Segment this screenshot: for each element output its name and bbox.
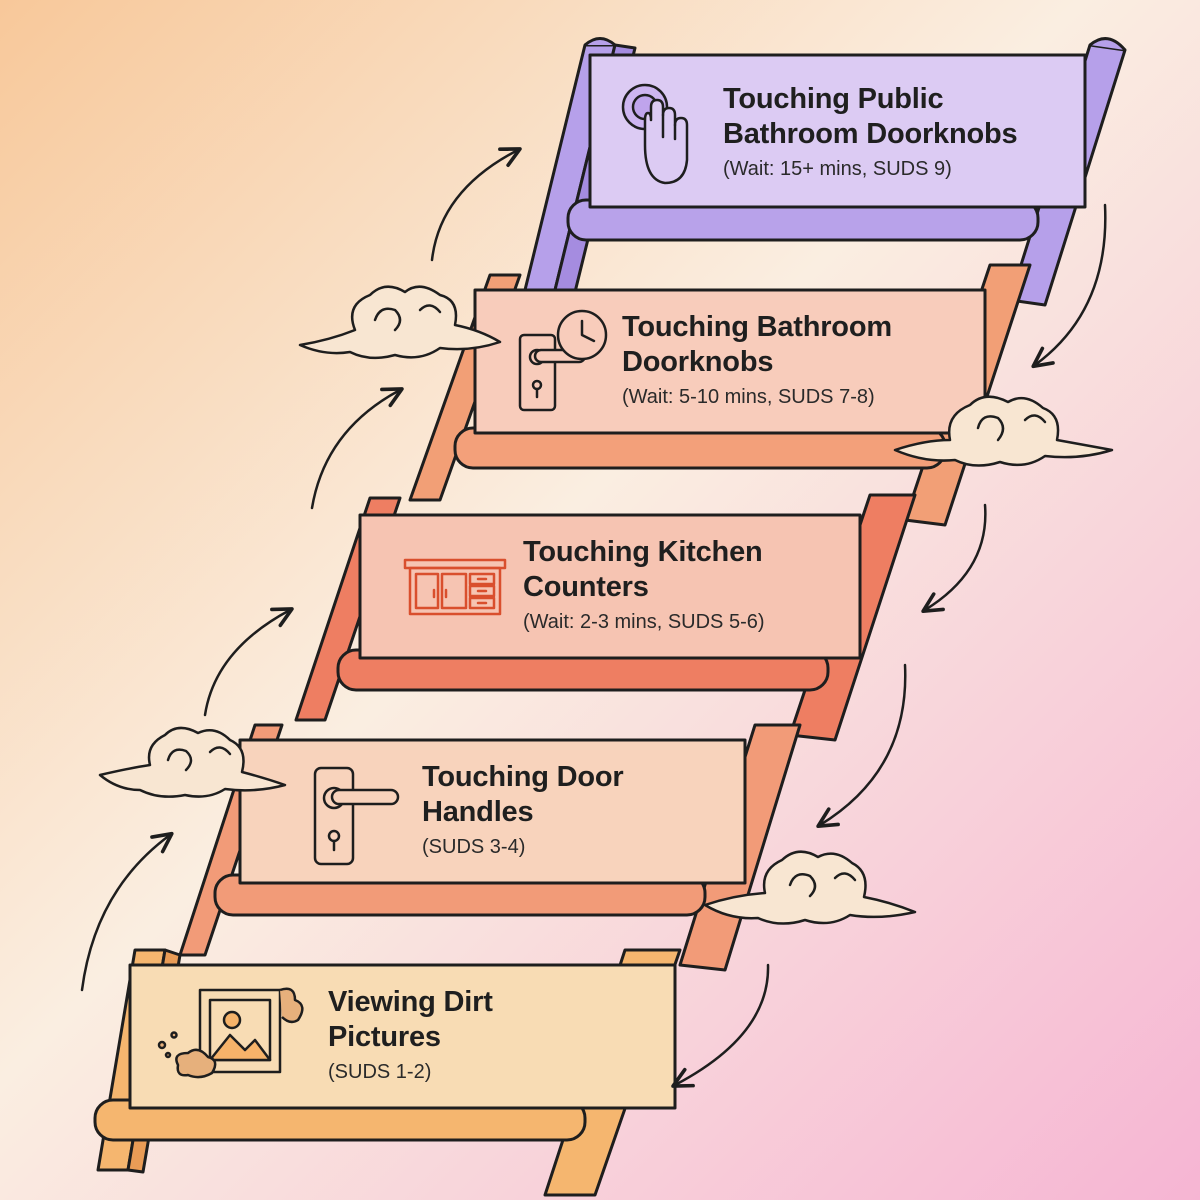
progress-arrows-up bbox=[80, 147, 522, 992]
rung-2-detail: (SUDS 3-4) bbox=[422, 836, 526, 858]
rung-5-label: Touching Public Bathroom Doorknobs (Wait… bbox=[723, 82, 1078, 182]
cloud-4 bbox=[703, 850, 917, 925]
rung-bars bbox=[93, 198, 1040, 1142]
progress-arrows-down bbox=[671, 203, 1107, 1088]
rung-5-detail: (Wait: 15+ mins, SUDS 9) bbox=[723, 158, 952, 180]
rung-3-panel bbox=[358, 513, 862, 660]
cloud-decorations bbox=[98, 285, 1114, 925]
cloud-3 bbox=[98, 726, 287, 798]
rung-4-label: Touching Bathroom Doorknobs (Wait: 5-10 … bbox=[622, 310, 977, 410]
rung-1-label: Viewing Dirt Pictures (SUDS 1-2) bbox=[328, 985, 658, 1085]
doorknob-clock-icon bbox=[518, 309, 608, 412]
dirt-picture-icon bbox=[157, 987, 304, 1079]
rung-1-title: Viewing Dirt Pictures bbox=[328, 986, 493, 1053]
rung-2-title: Touching Door Handles bbox=[422, 761, 624, 828]
rung-3-detail: (Wait: 2-3 mins, SUDS 5-6) bbox=[523, 611, 765, 633]
rung-5-title: Touching Public Bathroom Doorknobs bbox=[723, 83, 1018, 150]
rung-3-title: Touching Kitchen Counters bbox=[523, 536, 763, 603]
rung-2-label: Touching Door Handles (SUDS 3-4) bbox=[422, 760, 732, 860]
rung-3-label: Touching Kitchen Counters (Wait: 2-3 min… bbox=[523, 535, 853, 635]
kitchen-counter-icon bbox=[403, 558, 507, 616]
rung-4-detail: (Wait: 5-10 mins, SUDS 7-8) bbox=[622, 386, 875, 408]
rung-1-detail: (SUDS 1-2) bbox=[328, 1061, 432, 1083]
door-handle-icon bbox=[313, 766, 400, 866]
hand-doorknob-icon bbox=[621, 83, 689, 185]
rung-4-title: Touching Bathroom Doorknobs bbox=[622, 311, 892, 378]
